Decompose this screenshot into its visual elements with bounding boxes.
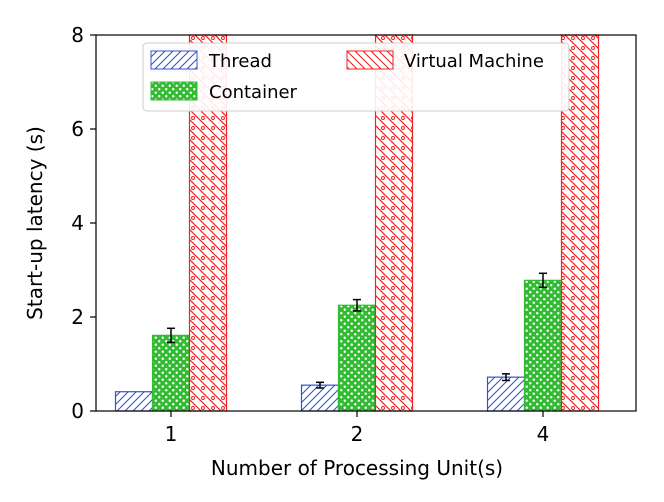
bar-thread-4 [486, 376, 526, 412]
legend-swatch-virtual-machine [346, 50, 394, 70]
y-tick-label-2: 2 [71, 305, 84, 329]
x-tick-label-2: 2 [351, 422, 364, 446]
bar-thread-1 [114, 391, 154, 412]
legend-label-container: Container [209, 82, 298, 103]
bar-thread-2 [300, 384, 340, 412]
error-bar-thread-2 [316, 381, 324, 389]
legend-label-virtual-machine: Virtual Machine [404, 51, 544, 72]
bar-container-2 [337, 304, 377, 412]
y-tick-label-6: 6 [71, 117, 84, 141]
error-bar-container-4 [539, 272, 547, 289]
y-axis-label: Start-up latency (s) [23, 126, 47, 320]
error-bar-thread-4 [502, 373, 510, 382]
bar-container-1 [151, 334, 191, 412]
legend: Thread Container Virtual Machine [142, 42, 570, 112]
x-axis: 1 2 4 [165, 411, 550, 446]
y-axis: 0 2 4 6 8 [71, 23, 96, 423]
legend-swatch-container [150, 81, 198, 101]
error-bar-container-1 [167, 327, 175, 344]
y-tick-label-0: 0 [71, 399, 84, 423]
bar-container-4 [523, 279, 563, 412]
error-bar-container-2 [353, 298, 361, 312]
y-tick-label-4: 4 [71, 211, 84, 235]
x-tick-label-1: 1 [165, 422, 178, 446]
x-axis-label: Number of Processing Unit(s) [211, 456, 503, 480]
y-tick-label-8: 8 [71, 23, 84, 47]
x-tick-label-4: 4 [537, 422, 550, 446]
legend-frame [142, 42, 570, 112]
legend-label-thread: Thread [208, 51, 272, 72]
error-bars-layer [167, 272, 547, 389]
legend-swatch-thread [150, 50, 198, 70]
